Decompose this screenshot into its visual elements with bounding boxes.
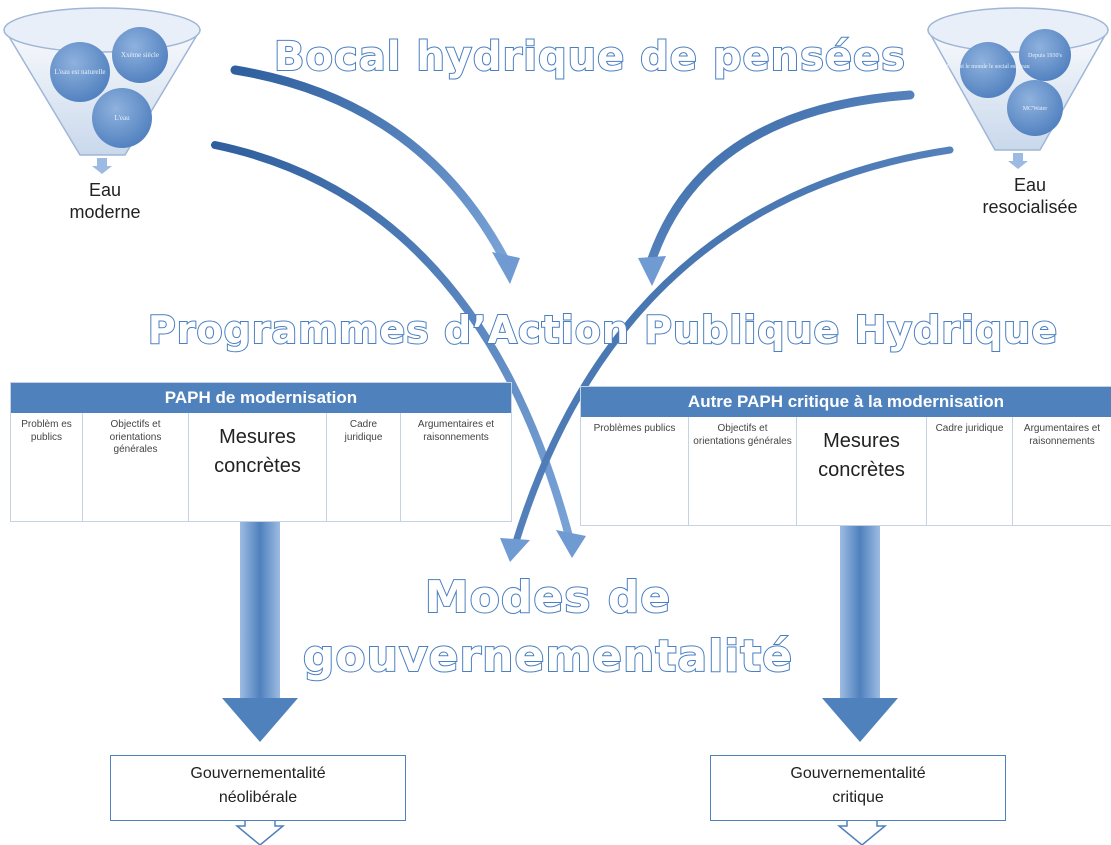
bubble-text: L'eau [114, 114, 130, 122]
box-line1: Gouvernementalité [190, 765, 326, 782]
bubble [1007, 80, 1063, 136]
table-cell: Mesures concrètes [797, 417, 927, 525]
box-line1: Gouvernementalité [790, 765, 926, 782]
right-funnel-label-line2: resocialisée [982, 196, 1078, 217]
arrowhead-icon [556, 530, 586, 558]
curved-arrow [211, 141, 574, 544]
bottom-arrow-icon [836, 817, 888, 845]
programmes-title: Programmes d’Action Publique Hydrique [148, 308, 1058, 352]
right-big-arrow [822, 520, 898, 742]
critical-governmentality-box: Gouvernementalité critique [710, 755, 1006, 821]
table-cell: Objectifs et orientations générales [689, 417, 797, 525]
right-table-header: Autre PAPH critique à la modernisation [581, 387, 1111, 417]
bubble-text: Eau est le monde le social est l'eau [946, 64, 1029, 70]
funnel-down-arrow-icon [92, 158, 112, 174]
curved-arrowheads [492, 252, 666, 562]
left-funnel-label: Eau moderne [55, 180, 155, 223]
modes-title-line2: gouvernementalité [303, 631, 793, 682]
curved-arrow [645, 90, 915, 270]
bubble-text: Depuis 1930's [1028, 53, 1063, 59]
curved-arrows [211, 65, 954, 549]
curved-arrow [511, 146, 954, 549]
table-cell: Objectifs et orientations générales [83, 413, 189, 521]
down-arrow-icon [822, 698, 898, 742]
bottom-arrow-icon [234, 817, 286, 845]
bubble [50, 42, 110, 102]
right-funnel: Eau est le monde le social est l'eau Dep… [926, 7, 1110, 169]
bubble [112, 27, 168, 83]
right-funnel-label: Eau resocialisée [955, 175, 1105, 218]
right-funnel-label-line1: Eau [1013, 175, 1047, 195]
table-cell: Problèmes publics [581, 417, 689, 525]
left-funnel-label-line2: moderne [69, 201, 141, 222]
neoliberal-governmentality-box: Gouvernementalité néolibérale [110, 755, 406, 821]
box-line2: néolibérale [218, 789, 298, 806]
main-title: Bocal hydrique de pensées [274, 34, 906, 80]
left-big-arrow [222, 520, 298, 742]
down-arrow-icon [222, 698, 298, 742]
bubble [960, 42, 1016, 98]
bubble-text: Xxème siècle [121, 51, 159, 59]
right-paph-table: Autre PAPH critique à la modernisation P… [580, 386, 1111, 526]
bubble-text: MC'Water [1023, 106, 1048, 112]
bubble [1019, 29, 1071, 81]
left-table-header: PAPH de modernisation [11, 383, 511, 413]
table-cell: Cadre juridique [327, 413, 401, 521]
arrowhead-icon [492, 252, 520, 284]
box-line2: critique [832, 789, 884, 806]
left-funnel: L'eau est naturelle Xxème siècle L'eau [3, 7, 202, 174]
curved-arrow [230, 65, 510, 265]
bubble [92, 88, 152, 148]
bubble-text: L'eau est naturelle [54, 68, 105, 76]
left-funnel-label-line1: Eau [88, 180, 122, 200]
table-cell: Argumentaires et raisonnements [417, 419, 495, 443]
table-cell: Problèm es publics [11, 413, 83, 521]
arrowhead-icon [638, 256, 666, 286]
funnel-down-arrow-icon [1008, 153, 1028, 169]
table-cell: Cadre juridique [927, 417, 1013, 525]
table-cell: Argumentaires et raisonnements [1023, 423, 1101, 447]
arrowhead-icon [500, 538, 530, 562]
left-paph-table: PAPH de modernisation Problèm es publics… [10, 382, 512, 522]
table-cell: Mesures concrètes [189, 413, 327, 521]
modes-title-line1: Modes de [425, 572, 671, 623]
